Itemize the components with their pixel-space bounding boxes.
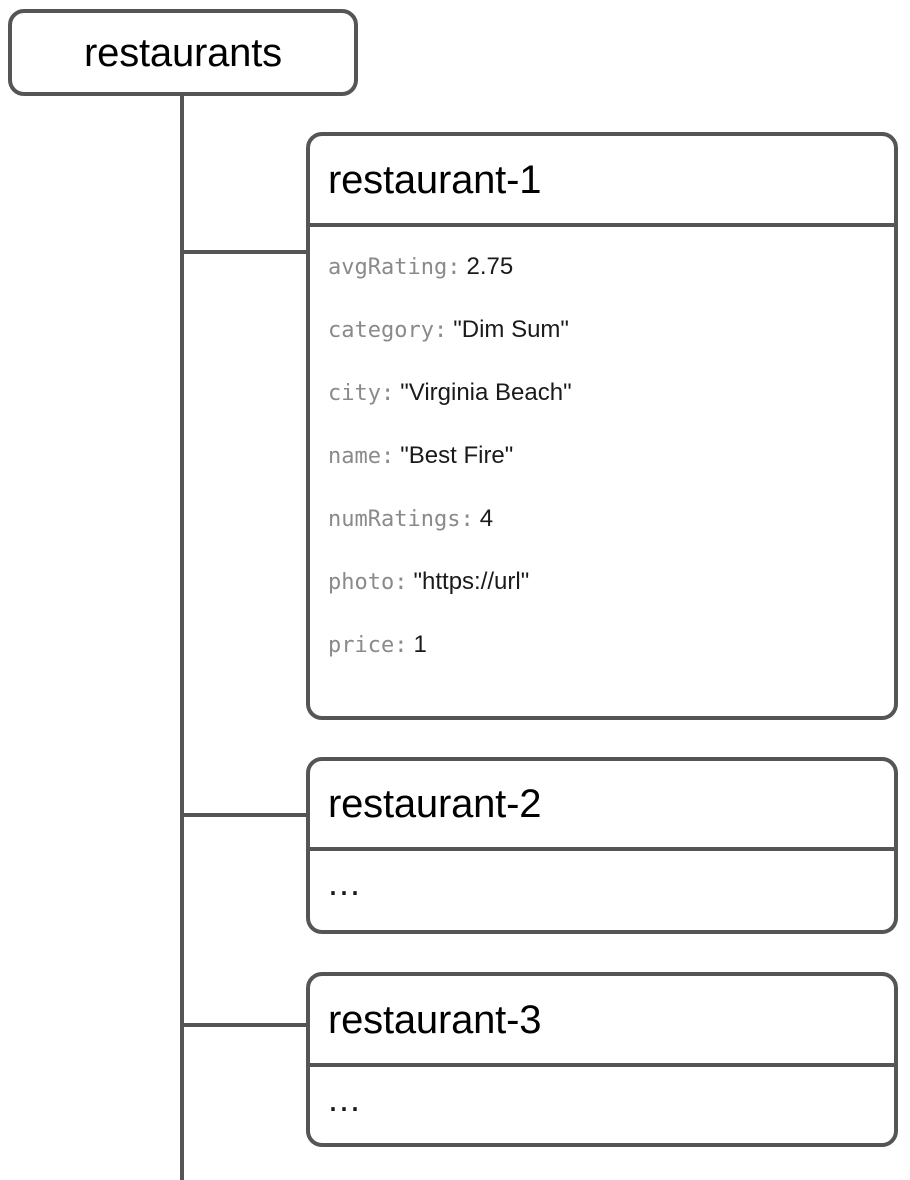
- field-separator: :: [394, 570, 408, 595]
- document-card-header: restaurant-3: [310, 976, 894, 1067]
- field-separator: :: [460, 507, 474, 532]
- document-card-restaurant-3[interactable]: restaurant-3 ...: [306, 972, 898, 1147]
- document-field-list: avgRating:2.75 category:"Dim Sum" city:"…: [310, 227, 894, 694]
- field-key: avgRating: [328, 255, 448, 280]
- field-value: "Virginia Beach": [400, 379, 572, 406]
- field-value: 2.75: [466, 253, 514, 280]
- field-value: "https://url": [413, 568, 530, 595]
- document-card-header: restaurant-1: [310, 136, 894, 227]
- field-row: avgRating:2.75: [328, 253, 894, 316]
- fields-ellipsis: ...: [328, 1078, 362, 1119]
- document-field-list: ...: [310, 1067, 894, 1117]
- field-separator: :: [433, 318, 448, 343]
- branch-line-restaurant-1: [180, 250, 308, 254]
- field-value: "Dim Sum": [453, 316, 569, 343]
- document-id-label: restaurant-3: [328, 997, 542, 1042]
- field-key: name: [328, 444, 381, 469]
- field-row: numRatings:4: [328, 505, 894, 568]
- document-card-restaurant-1[interactable]: restaurant-1 avgRating:2.75 category:"Di…: [306, 132, 898, 720]
- field-row: price:1: [328, 631, 894, 694]
- tree-trunk-line: [180, 95, 184, 1180]
- field-value: "Best Fire": [400, 442, 514, 469]
- field-row: photo:"https://url": [328, 568, 894, 631]
- document-field-list: ...: [310, 851, 894, 901]
- field-key: price: [328, 633, 395, 658]
- field-row: city:"Virginia Beach": [328, 379, 894, 442]
- field-row: category:"Dim Sum": [328, 316, 894, 379]
- field-separator: :: [380, 444, 395, 469]
- document-card-restaurant-2[interactable]: restaurant-2 ...: [306, 757, 898, 934]
- collection-node-restaurants[interactable]: restaurants: [8, 9, 358, 96]
- field-key: category: [328, 318, 434, 343]
- document-id-label: restaurant-1: [328, 157, 542, 202]
- field-value: 4: [479, 505, 494, 532]
- field-key: city: [328, 381, 381, 406]
- branch-line-restaurant-2: [180, 813, 308, 817]
- field-separator: :: [380, 381, 395, 406]
- field-key: numRatings: [328, 507, 461, 532]
- field-separator: :: [394, 633, 408, 658]
- field-row: name:"Best Fire": [328, 442, 894, 505]
- collection-node-label: restaurants: [84, 30, 282, 75]
- fields-ellipsis: ...: [328, 862, 362, 903]
- field-key: photo: [328, 570, 395, 595]
- document-id-label: restaurant-2: [328, 782, 542, 826]
- branch-line-restaurant-3: [180, 1023, 308, 1027]
- field-value: 1: [413, 631, 427, 658]
- document-card-header: restaurant-2: [310, 761, 894, 851]
- field-separator: :: [447, 255, 461, 280]
